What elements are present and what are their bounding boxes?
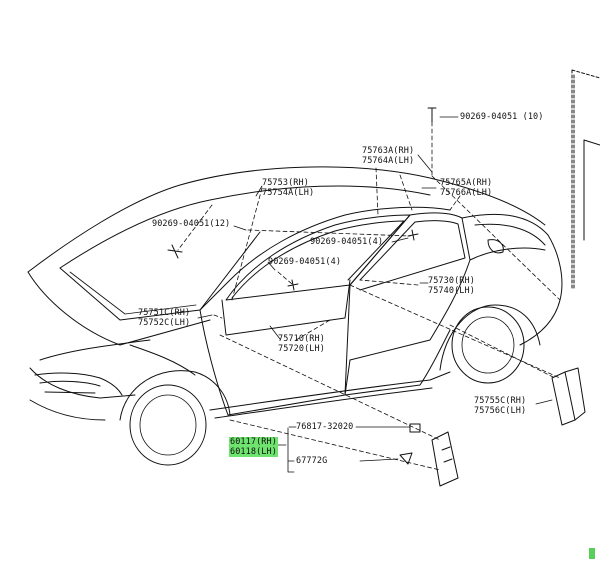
- rear-wheel-arch: [439, 304, 541, 371]
- clip-icon: [407, 229, 419, 241]
- clip-icon: [287, 279, 299, 291]
- part-number-lh: 60118(LH): [229, 447, 278, 457]
- part-number: 90269-04051 (10): [460, 112, 544, 122]
- part-number: 90269-04051(4): [268, 257, 342, 267]
- part-number-lh: 75720(LH): [278, 344, 325, 354]
- fuel-door: [487, 239, 504, 254]
- part-number-lh: 75752C(LH): [138, 318, 191, 328]
- callout-75710: 75710(RH) 75720(LH): [278, 334, 325, 354]
- part-number-lh: 75740(LH): [428, 286, 475, 296]
- roof-line: [27, 166, 546, 273]
- roof-inner-line: [59, 185, 431, 269]
- part-number-rh: 75763A(RH): [362, 146, 415, 156]
- green-marker: [589, 548, 595, 559]
- callout-90269-04051-12: 90269-04051(12): [152, 219, 230, 229]
- callout-75730: 75730(RH) 75740(LH): [428, 276, 475, 296]
- fender-liner-part: [431, 431, 459, 487]
- rear-quarter: [461, 213, 563, 346]
- front-bumper: [29, 367, 136, 399]
- rocker-panel: [209, 371, 451, 411]
- right-panel-outline: [571, 69, 600, 291]
- callout-75763a: 75763A(RH) 75764A(LH): [362, 146, 414, 166]
- part-number-rh: 75755C(RH): [474, 396, 527, 406]
- callout-75755c: 75755C(RH) 75756C(LH): [474, 396, 526, 416]
- callout-76817-32020: 76817-32020: [296, 422, 353, 432]
- part-number: 67772G: [296, 456, 328, 466]
- part-number: 90269-04051(4): [310, 237, 384, 247]
- part-number-rh: 75710(RH): [278, 334, 325, 344]
- callout-67772g: 67772G: [296, 456, 327, 466]
- callout-90269-04051-10: 90269-04051 (10): [460, 112, 543, 122]
- part-number: 90269-04051(12): [152, 219, 231, 229]
- part-number-lh: 75764A(LH): [362, 156, 415, 166]
- callout-60117-highlighted: 60117(RH) 60118(LH): [229, 437, 278, 457]
- front-wheel-arch: [119, 370, 231, 421]
- callout-75753: 75753(RH) 75754A(LH): [262, 178, 314, 198]
- bolt-icon: [427, 107, 437, 123]
- front-wheel: [129, 384, 207, 466]
- part-number-rh: 75765A(RH): [440, 178, 493, 188]
- part-number-rh: 75751C(RH): [138, 308, 191, 318]
- part-number-lh: 75766A(LH): [440, 188, 493, 198]
- callout-75751c: 75751C(RH) 75752C(LH): [138, 308, 190, 328]
- part-number-rh: 60117(RH): [229, 437, 278, 447]
- windshield: [59, 231, 261, 321]
- clip-icon: [409, 423, 421, 433]
- front-window-frame: [225, 214, 411, 301]
- part-number-rh: 75730(RH): [428, 276, 475, 286]
- clip-icon: [399, 452, 413, 465]
- part-number-rh: 75753(RH): [262, 178, 309, 188]
- callout-90269-04051-4-a: 90269-04051(4): [310, 237, 383, 247]
- a-pillar: [199, 206, 451, 311]
- part-number-lh: 75756C(LH): [474, 406, 527, 416]
- callout-90269-04051-4-b: 90269-04051(4): [268, 257, 341, 267]
- callout-75765a: 75765A(RH) 75766A(LH): [440, 178, 492, 198]
- clip-icon: [167, 244, 183, 259]
- rear-wheel: [451, 306, 525, 384]
- part-number: 76817-32020: [296, 422, 354, 432]
- part-number-lh: 75754A(LH): [262, 188, 315, 198]
- front-door: [199, 284, 351, 416]
- rear-garnish-part: [551, 371, 576, 426]
- hood-line: [27, 271, 211, 346]
